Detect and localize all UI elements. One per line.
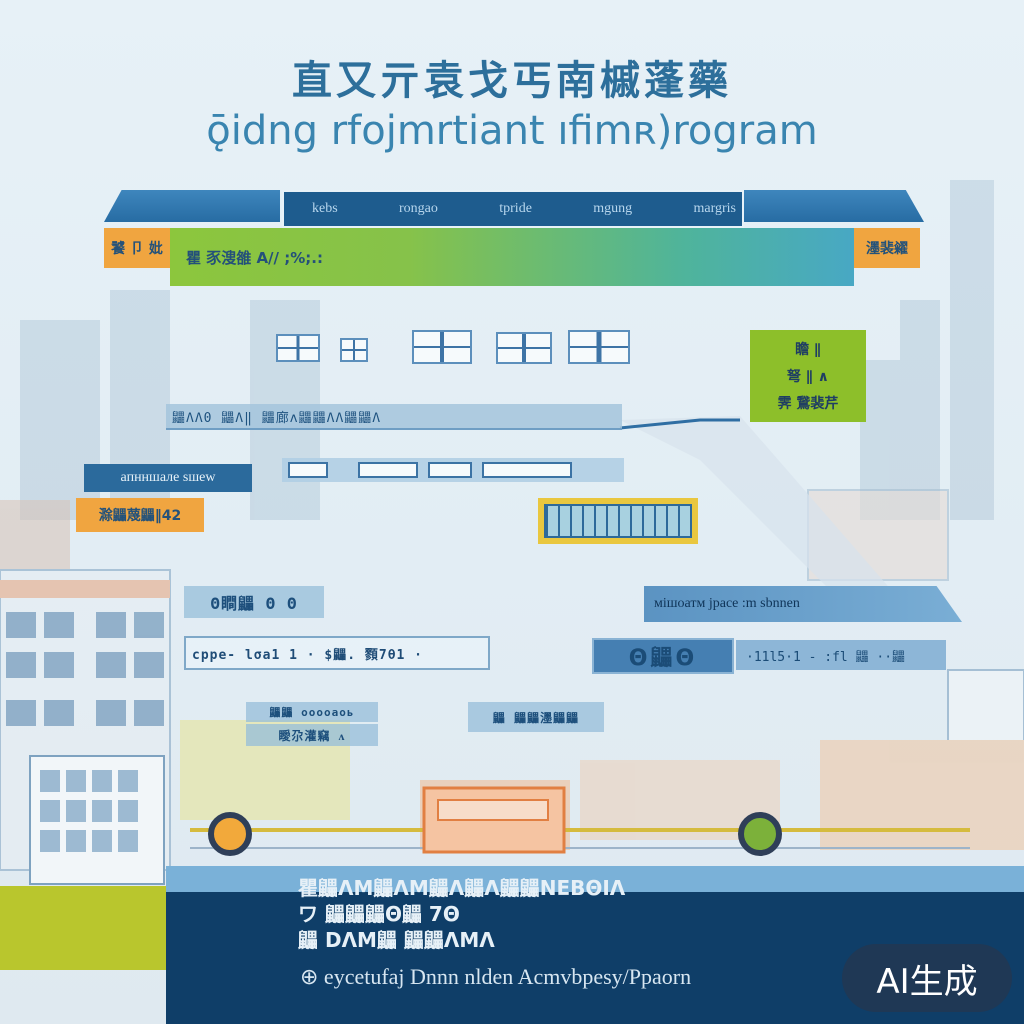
left-blue-label: апнншале ѕшеw (84, 464, 252, 492)
small-label: 鼺 鼺鼺濹鼺鼺 (468, 702, 604, 732)
window-icon (276, 334, 320, 362)
page-subtitle: ǭidng rfojmrtiant ıfimʀ)rogram (206, 108, 818, 154)
window-cell (482, 462, 572, 478)
window-cell (428, 462, 472, 478)
window-row-strip (282, 458, 624, 482)
window-cell (358, 462, 418, 478)
bottom-text-line-3: 鼺 DΛΜ鼺 鼺鼺ΛΜΛ (298, 928, 495, 952)
green-highlight-band: 瞿 豕溲雒 A// ;%;.: (170, 228, 854, 286)
lime-accent-block (0, 886, 166, 970)
light-blue-bar: ·11l5·1 - :fl 鼺 ··鼺 (736, 640, 946, 670)
window-grid (544, 504, 692, 538)
nav-tab-2[interactable]: rongao (399, 201, 438, 216)
bottom-panel-header (166, 866, 1024, 892)
nav-banner-right-wing (742, 190, 924, 222)
bottom-text-line-1: 瞿鼺ΛΜ鼺ΛΜ鼺Λ鼺Λ鼺鼺ΝΕΒΘΙΛ (298, 876, 626, 900)
nav-bar: kebs rongao tpride mgung margris (282, 190, 744, 228)
page-title-chinese: 直又亓袁戈丐南槭蓬藥 (292, 58, 732, 104)
nav-tab-3[interactable]: tpride (499, 201, 532, 216)
outlined-info-row: cppe- lσa1 1 · $鼺. 顟7θ1 · (184, 636, 490, 670)
bottom-text-line-2: ワ 鼺鼺鼺Θ鼺 7Θ (298, 902, 460, 926)
dark-blue-bar: Θ鼺Θ (592, 638, 734, 674)
left-orange-tag: 饕 卩 妣 (104, 228, 170, 268)
pale-blue-label: Θ瞷鼺 Θ Θ (184, 586, 324, 618)
green-gauge-icon (738, 812, 782, 856)
window-icon (496, 332, 552, 364)
yellow-window-panel (538, 498, 698, 544)
nav-tab-5[interactable]: margris (693, 201, 736, 216)
orange-gauge-icon (208, 812, 252, 856)
small-label: 瞹尕灌竊 ᴧ (246, 724, 378, 746)
ai-generated-badge: AI生成 (842, 944, 1012, 1012)
nav-tab-4[interactable]: mgung (593, 201, 633, 216)
green-card-line: 霁 鵞裴芹 (777, 395, 839, 412)
nav-banner-left-wing (104, 190, 280, 222)
left-orange-label: 滁鼺蔑鼺‖42 (76, 498, 204, 532)
long-text-band: 鼺ΛΛ0 鼺Λ‖ 鼺廊ʌ鼺鼺ΛΛ鼺鼺Λ (166, 404, 622, 430)
green-info-card: 瞻 ∥ 弩 ∥ ∧ 霁 鵞裴芹 (750, 330, 866, 422)
small-label: 鼺鼺 ооооаоь (246, 702, 378, 722)
footer-caption: ⊕ eycetufaj Dnnn nlden Acmvbpesy/Ppaorn (300, 964, 692, 989)
window-cell (288, 462, 328, 478)
window-icon (568, 330, 630, 364)
window-icon (340, 338, 368, 362)
window-icon (412, 330, 472, 364)
green-card-line: 瞻 ∥ (795, 342, 821, 359)
right-banner: мішоатм jpace :m sbnnen (644, 586, 962, 622)
right-orange-tag: 濹裴糴 (854, 228, 920, 268)
green-card-line: 弩 ∥ ∧ (786, 368, 830, 385)
nav-tab-1[interactable]: kebs (312, 201, 338, 216)
